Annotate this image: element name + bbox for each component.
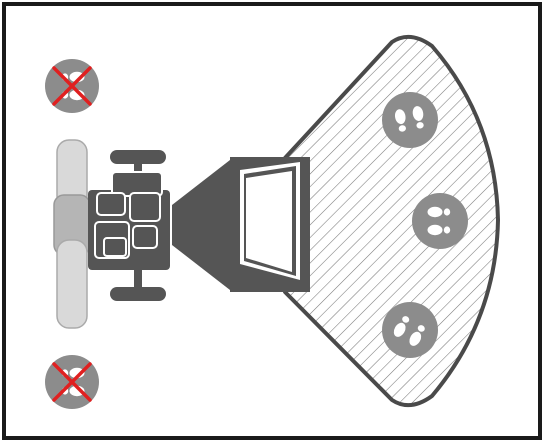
machine [53, 139, 310, 329]
track-left [53, 139, 91, 329]
allowed-position-3 [382, 302, 438, 358]
prohibited-position-top [45, 59, 99, 113]
allowed-position-2 [412, 193, 468, 249]
prohibited-position-bottom [45, 355, 99, 409]
footprints-icon [412, 193, 468, 249]
outrigger-top [110, 150, 166, 164]
allowed-position-1 [382, 92, 438, 148]
boom-connector [172, 160, 230, 290]
work-zone-area [283, 34, 500, 408]
outrigger-bottom [110, 287, 166, 301]
footprints-icon [382, 92, 438, 148]
footprints-icon [382, 302, 438, 358]
